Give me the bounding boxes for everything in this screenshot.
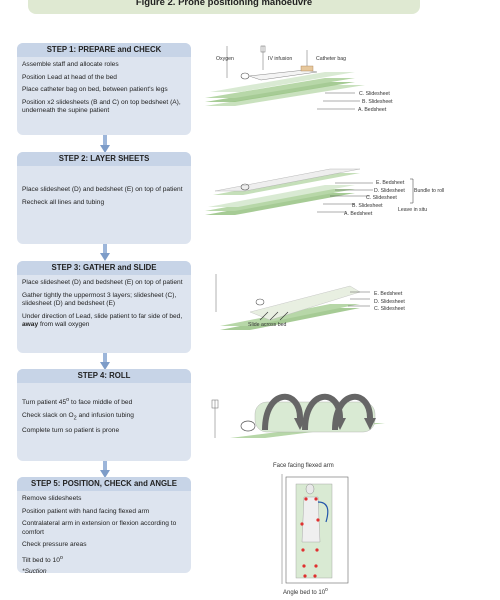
angle-bed-label: Angle bed to 10o — [283, 587, 328, 596]
step-5-box: STEP 5: POSITION, CHECK and ANGLE Remove… — [17, 477, 191, 575]
flow-arrow — [100, 145, 110, 153]
sheet-e-label: E. Bedsheet — [374, 291, 403, 297]
figure-1-bed-illustration — [205, 45, 365, 110]
iv-infusion-label: IV infusion — [268, 56, 293, 62]
oxygen-label: Oxygen — [216, 56, 234, 62]
figure-2-layered-sheets — [205, 168, 414, 215]
face-flexed-arm-label: Face facing flexed arm — [273, 463, 334, 469]
step-5-line: Remove slidesheets — [22, 495, 82, 502]
step-5-line: Position patient with hand facing flexed… — [22, 507, 150, 515]
figure-title: Figure 2. Prone positioning manoeuvre — [28, 0, 420, 14]
figure-5-prone-position — [281, 474, 349, 584]
flow-arrow — [100, 470, 110, 478]
figure-3-slide-across-bed — [215, 274, 370, 330]
step-2-line: Recheck all lines and tubing — [22, 198, 105, 206]
sheet-c-label: C. Slidesheet — [374, 306, 405, 312]
step-2-box: STEP 2: LAYER SHEETS Place slidesheet (D… — [17, 152, 191, 244]
bundle-to-roll-label: Bundle to roll — [414, 188, 445, 194]
step-1-line: Position Lead at head of the bed — [22, 73, 117, 81]
step-4-line: Complete turn so patient is prone — [22, 426, 120, 434]
step-3-box: STEP 3: GATHER and SLIDE Place slideshee… — [17, 261, 191, 353]
sheet-a-label: A. Bedsheet — [344, 211, 373, 217]
sheet-e-label: E. Bedsheet — [376, 180, 405, 186]
step-4-box: STEP 4: ROLL Turn patient 45o to face mi… — [17, 369, 191, 461]
sheet-b-label: B. Slidesheet — [362, 99, 393, 105]
step-1-line: Assemble staff and allocate roles — [22, 61, 119, 68]
catheter-bag-label: Catheter bag — [316, 56, 346, 62]
figure-4-roll-illustration — [211, 393, 385, 438]
step-5-line: *Suction — [22, 567, 47, 575]
step-3-line: Under direction of Lead, slide patient t… — [22, 312, 183, 329]
flow-arrow-stem — [103, 135, 107, 145]
slide-across-bed-label: Slide across bed — [248, 322, 287, 328]
leave-in-situ-label: Leave in situ — [398, 207, 428, 213]
step-2-line: Place slidesheet (D) and bedsheet (E) on… — [22, 186, 183, 193]
step-1-box: STEP 1: PREPARE and CHECK Assemble staff… — [17, 43, 191, 135]
step-3-line: Place slidesheet (D) and bedsheet (E) on… — [22, 279, 183, 286]
step-4-line: Check slack on O2 and infusion tubing — [22, 411, 134, 422]
step-5-line: Tilt bed to 10o — [22, 554, 63, 565]
step-1-line: Place catheter bag on bed, between patie… — [22, 86, 168, 94]
sheet-b-label: B. Slidesheet — [352, 203, 383, 209]
flow-arrow — [100, 362, 110, 370]
step-3-line: Gather tightly the uppermost 3 layers; s… — [22, 291, 177, 308]
step-1-heading: STEP 1: PREPARE and CHECK — [17, 43, 191, 57]
step-4-heading: STEP 4: ROLL — [17, 369, 191, 383]
flow-arrow — [100, 253, 110, 261]
flow-arrow-stem — [103, 353, 107, 363]
step-3-heading: STEP 3: GATHER and SLIDE — [17, 261, 191, 275]
step-2-heading: STEP 2: LAYER SHEETS — [17, 152, 191, 166]
sheet-c-label: C. Slidesheet — [359, 91, 390, 97]
step-1-line: Position x2 slidesheets (B and C) on top… — [22, 98, 181, 115]
step-5-line: Check pressure areas — [22, 541, 87, 549]
step-4-line: Turn patient 45o to face middle of bed — [22, 397, 133, 407]
step-5-line: Contralateral arm in extension or flexio… — [22, 520, 177, 536]
flow-arrow-stem — [103, 461, 107, 471]
sheet-a-label: A. Bedsheet — [358, 107, 387, 113]
sheet-d-label: D. Slidesheet — [374, 299, 405, 305]
sheet-c-label: C. Slidesheet — [366, 195, 397, 201]
sheet-d-label: D. Slidesheet — [374, 188, 405, 194]
step-5-heading: STEP 5: POSITION, CHECK and ANGLE — [17, 477, 191, 491]
flow-arrow-stem — [103, 244, 107, 254]
